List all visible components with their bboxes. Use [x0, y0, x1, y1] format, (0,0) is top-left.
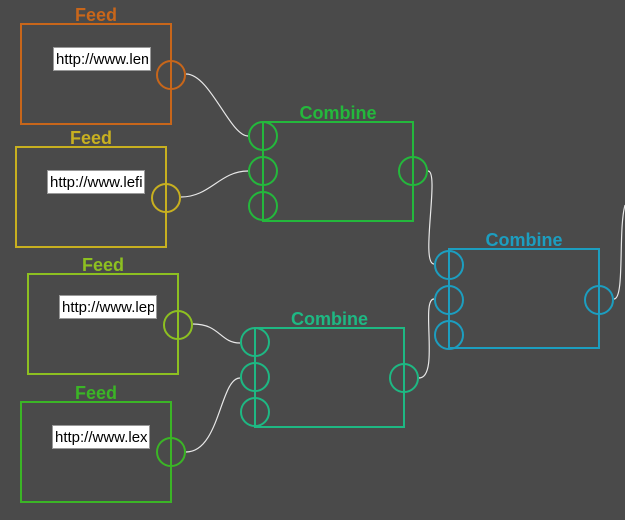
- wire-combine2-to-combine3: [418, 298, 435, 379]
- combine-node-1-title: Combine: [299, 103, 377, 123]
- combine-node-2-title: Combine: [290, 309, 368, 329]
- combine-node-3[interactable]: Combine: [434, 230, 614, 350]
- feed-node-2-output-port[interactable]: [151, 183, 181, 213]
- combine-node-3-input-port-3[interactable]: [434, 320, 464, 350]
- combine-node-3-output-port[interactable]: [584, 285, 614, 315]
- feed-node-4[interactable]: Feed: [20, 383, 186, 503]
- feed-url-input-1[interactable]: [53, 47, 151, 71]
- feed-node-1[interactable]: Feed: [20, 5, 186, 125]
- wire-feed4-to-combine2: [185, 377, 241, 453]
- feed-node-2[interactable]: Feed: [15, 128, 181, 248]
- wire-feed3-to-combine2: [192, 323, 241, 344]
- feed-node-3-title: Feed: [81, 255, 124, 275]
- combine-node-2[interactable]: Combine: [240, 309, 419, 428]
- combine-node-1-input-port-2[interactable]: [248, 156, 278, 186]
- wires: [180, 73, 625, 453]
- combine-node-3-title: Combine: [485, 230, 563, 250]
- feed-url-input-4[interactable]: [52, 425, 150, 449]
- feed-node-2-title: Feed: [69, 128, 112, 148]
- combine-node-3-input-port-1[interactable]: [434, 250, 464, 280]
- combine-node-3-input-port-2[interactable]: [434, 285, 464, 315]
- feed-node-4-title: Feed: [74, 383, 117, 403]
- combine-node-2-input-port-3[interactable]: [240, 397, 270, 427]
- feed-node-4-output-port[interactable]: [156, 437, 186, 467]
- combine-node-1-input-port-1[interactable]: [248, 121, 278, 151]
- combine-node-1-input-port-3[interactable]: [248, 191, 278, 221]
- combine-node-2-input-port-2[interactable]: [240, 362, 270, 392]
- feed-node-1-output-port[interactable]: [156, 60, 186, 90]
- feed-url-input-2[interactable]: [47, 170, 145, 194]
- wire-combine3-out: [613, 204, 625, 300]
- wire-combine1-to-combine3: [427, 170, 435, 265]
- feed-node-1-title: Feed: [74, 5, 117, 25]
- wire-feed1-to-combine1: [185, 73, 249, 137]
- combine-node-2-output-port[interactable]: [389, 363, 419, 393]
- wire-feed2-to-combine1: [180, 170, 249, 198]
- combine-node-1-output-port[interactable]: [398, 156, 428, 186]
- combine-node-1[interactable]: Combine: [248, 103, 428, 222]
- feed-url-input-3[interactable]: [59, 295, 157, 319]
- feed-node-3-output-port[interactable]: [163, 310, 193, 340]
- feed-node-3[interactable]: Feed: [27, 255, 193, 375]
- combine-node-2-input-port-1[interactable]: [240, 327, 270, 357]
